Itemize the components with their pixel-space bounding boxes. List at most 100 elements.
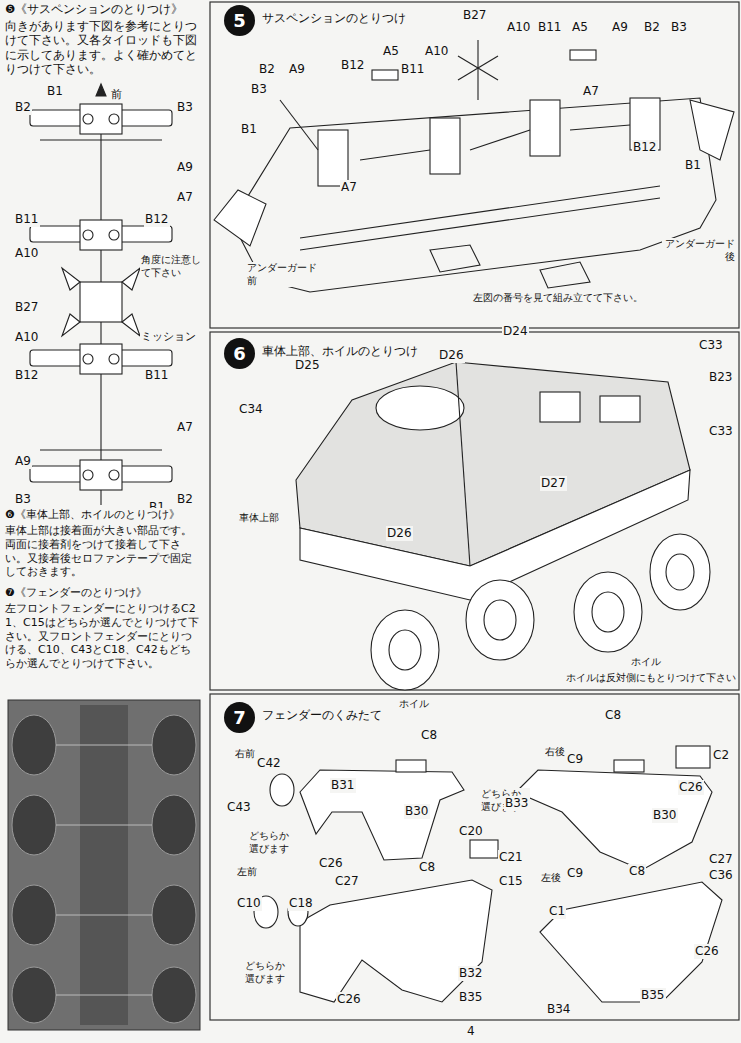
step-number: 5サスペンションのとりつけ bbox=[224, 5, 255, 36]
part-number: D26 bbox=[438, 348, 465, 363]
part-number: B30 bbox=[404, 804, 430, 819]
step-number: 7フェンダーのくみたて bbox=[224, 702, 255, 733]
part-number: C42 bbox=[256, 756, 282, 771]
drawing-line bbox=[396, 760, 426, 772]
part-number: C27 bbox=[708, 852, 734, 867]
drawing-line bbox=[540, 882, 722, 1002]
part-number: A7 bbox=[176, 190, 194, 205]
step-digit: 5 bbox=[233, 10, 246, 31]
note-label: ❼《フェンダーのとりつけ》 bbox=[4, 586, 148, 600]
note-label: ホイル bbox=[398, 698, 430, 711]
drawing-line bbox=[470, 130, 530, 150]
part-number: B27 bbox=[14, 300, 40, 315]
step-heading: サスペンションのとりつけ bbox=[261, 10, 407, 27]
drawing-line bbox=[650, 534, 710, 610]
note-label: 前 bbox=[110, 88, 123, 102]
drawing-line bbox=[570, 125, 630, 130]
part-number: C2 bbox=[712, 748, 730, 763]
drawing-line bbox=[80, 220, 122, 250]
drawing-line bbox=[56, 915, 152, 916]
part-number: B2 bbox=[14, 100, 32, 115]
part-number: B1 bbox=[240, 122, 258, 137]
part-number: C8 bbox=[604, 708, 622, 723]
note-label: 右前 bbox=[234, 748, 256, 761]
drawing-line bbox=[62, 314, 80, 336]
part-number: C21 bbox=[498, 850, 524, 865]
drawing-line bbox=[40, 449, 162, 450]
part-number: B2 bbox=[258, 62, 276, 77]
drawing-line bbox=[666, 554, 694, 590]
drawing-line bbox=[614, 760, 644, 772]
drawing-line bbox=[376, 386, 464, 430]
drawing-line bbox=[466, 580, 534, 660]
drawing-line bbox=[540, 392, 580, 422]
drawing-line bbox=[12, 885, 56, 945]
note-label: ミッション bbox=[140, 330, 197, 344]
part-number: A10 bbox=[14, 330, 39, 345]
note-label: アンダーガード 前 bbox=[246, 262, 320, 287]
part-number: A5 bbox=[382, 44, 400, 59]
drawing-line bbox=[458, 56, 498, 80]
drawing-line bbox=[516, 770, 712, 870]
drawing-line bbox=[12, 715, 56, 775]
drawing-line bbox=[540, 262, 590, 288]
part-number: B1 bbox=[684, 158, 702, 173]
part-number: A10 bbox=[506, 20, 531, 35]
part-number: B12 bbox=[14, 368, 40, 383]
part-number: B1 bbox=[46, 84, 64, 99]
drawing-line bbox=[371, 610, 439, 690]
step-heading: フェンダーのくみたて bbox=[261, 707, 383, 724]
drawing-line bbox=[56, 995, 152, 996]
drawing-line bbox=[152, 885, 196, 945]
note-label: ❺《サスペンションのとりつけ》 bbox=[4, 2, 184, 16]
drawing-line bbox=[300, 770, 464, 860]
note-label: ホイル bbox=[630, 656, 662, 669]
step-circle: 6 bbox=[224, 338, 255, 369]
drawing-line bbox=[12, 967, 56, 1023]
note-label: 角度に注意し て下さい bbox=[140, 254, 204, 279]
part-number: A7 bbox=[340, 180, 358, 195]
part-number: A7 bbox=[176, 420, 194, 435]
drawing-line bbox=[300, 880, 492, 1002]
part-number: D25 bbox=[294, 358, 321, 373]
part-number: B23 bbox=[708, 370, 734, 385]
part-number: A5 bbox=[571, 20, 589, 35]
drawing-line bbox=[12, 715, 196, 1023]
instruction-text: 車体上部は接着面が大きい部品です。両面に接着剤をつけて接着して下さい。又接着後セ… bbox=[4, 524, 202, 579]
drawing-line bbox=[56, 745, 152, 995]
part-number: C18 bbox=[288, 896, 314, 911]
drawing-line bbox=[56, 825, 152, 826]
step-number: 6車体上部、ホイルのとりつけ bbox=[224, 338, 255, 369]
part-number: A7 bbox=[582, 84, 600, 99]
drawing-line bbox=[570, 50, 596, 60]
drawing-line bbox=[430, 245, 480, 272]
part-number: C26 bbox=[678, 780, 704, 795]
part-number: C1 bbox=[548, 904, 566, 919]
drawing-line bbox=[80, 460, 122, 490]
drawing-line bbox=[109, 114, 119, 124]
drawing-line bbox=[296, 362, 710, 690]
part-number: A10 bbox=[424, 44, 449, 59]
part-number: B3 bbox=[670, 20, 688, 35]
step-heading: 車体上部、ホイルのとりつけ bbox=[261, 343, 419, 360]
drawing-line bbox=[210, 332, 739, 690]
drawing-line bbox=[430, 118, 460, 174]
drawing-line bbox=[83, 114, 93, 124]
drawing-line bbox=[371, 534, 710, 690]
drawing-line bbox=[152, 795, 196, 855]
part-number: D26 bbox=[386, 526, 413, 541]
drawing-line bbox=[458, 56, 498, 80]
part-number: B12 bbox=[632, 140, 658, 155]
part-number: B32 bbox=[458, 966, 484, 981]
drawing-line bbox=[690, 100, 734, 160]
drawing-line bbox=[530, 100, 560, 156]
drawing-line bbox=[456, 362, 470, 566]
part-number: B12 bbox=[340, 58, 366, 73]
drawing-line bbox=[210, 694, 739, 1020]
step-digit: 7 bbox=[233, 707, 246, 728]
part-number: C26 bbox=[336, 992, 362, 1007]
note-label: 左後 bbox=[540, 872, 562, 885]
part-number: B33 bbox=[504, 796, 530, 811]
drawing-line bbox=[210, 2, 739, 1020]
